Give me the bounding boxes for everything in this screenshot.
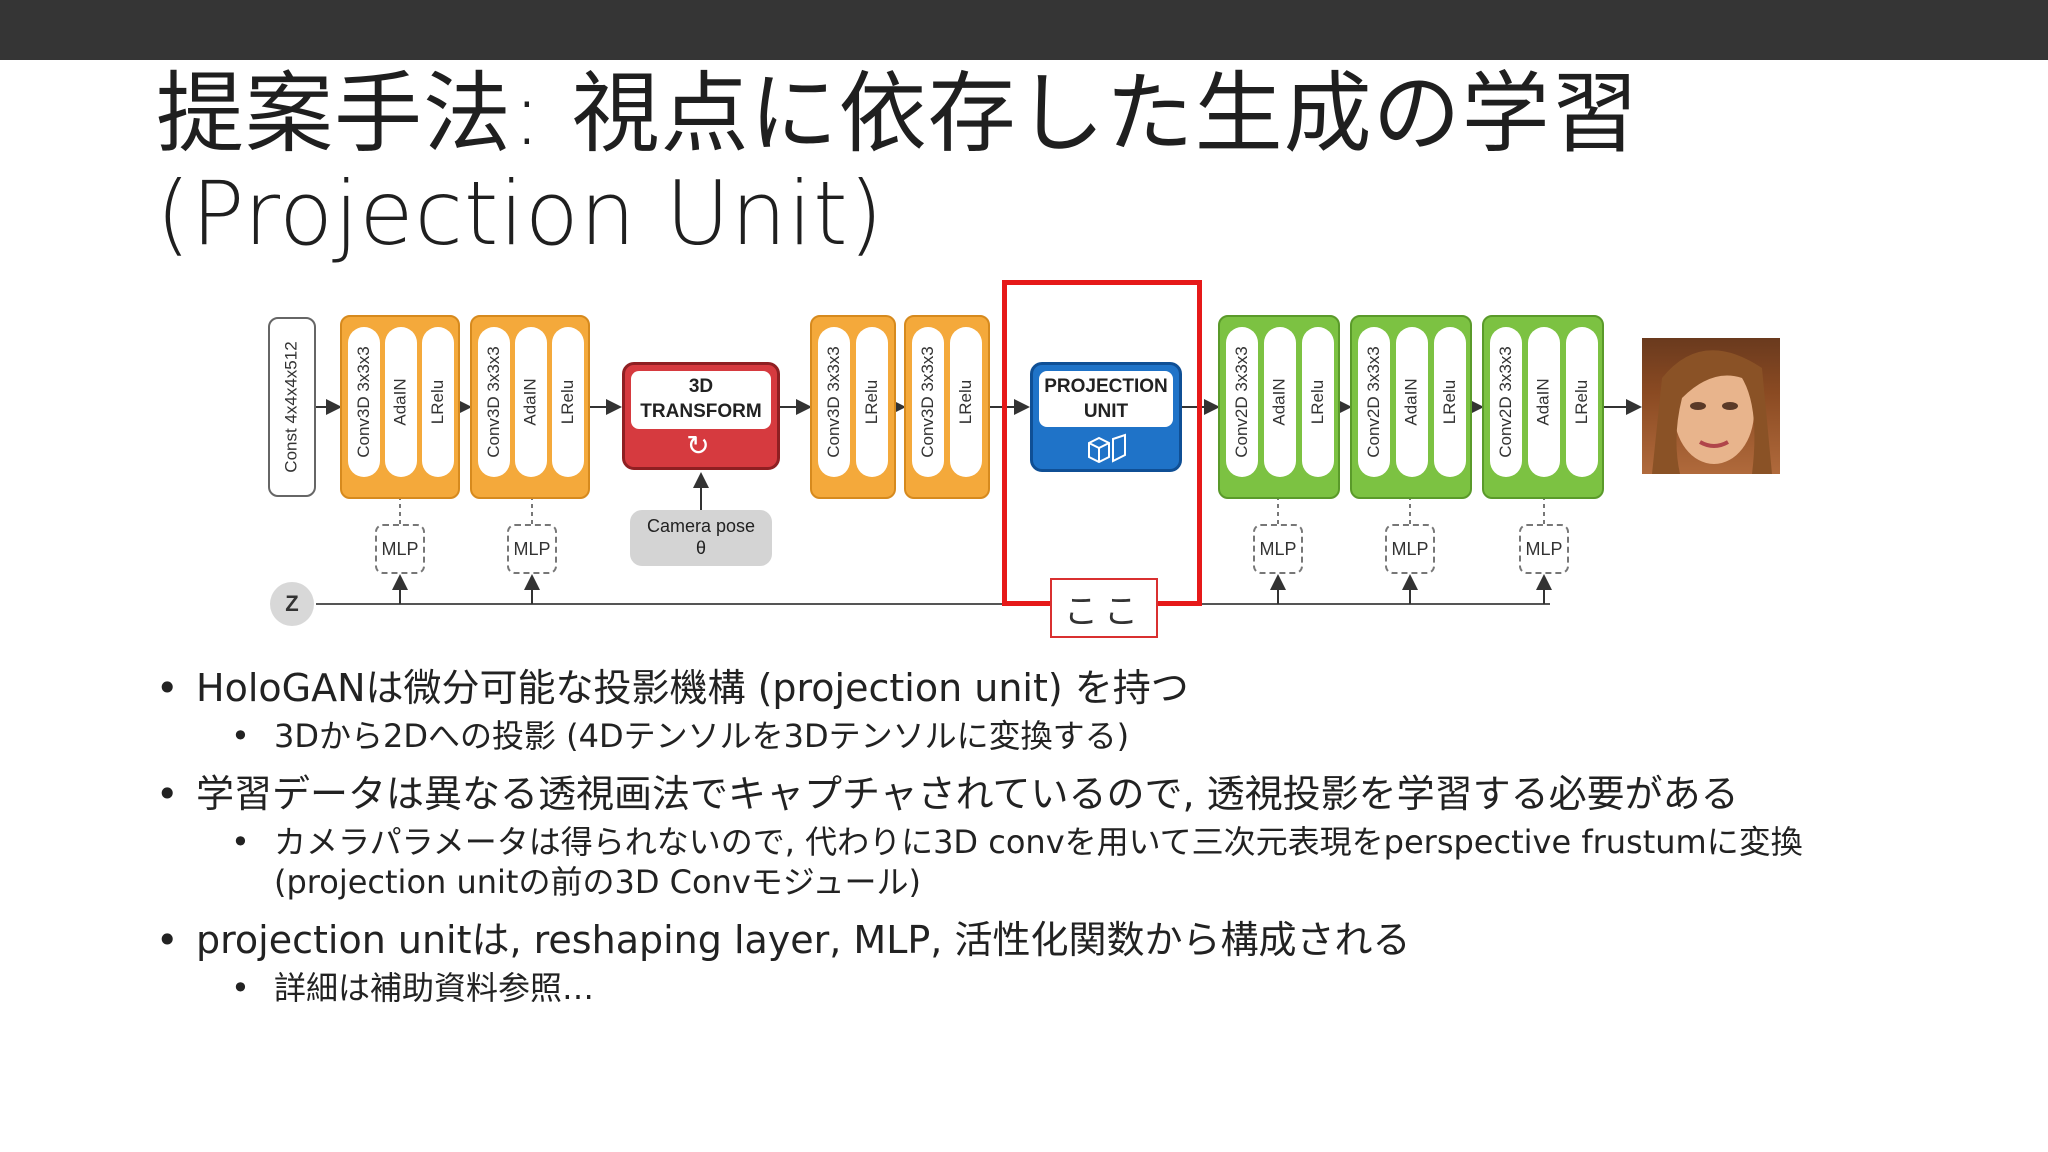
transform-label-line-2: TRANSFORM [640,401,762,422]
slide-title: 提案手法: 視点に依存した生成の学習 (Projection Unit) [156,64,1956,264]
const-label: Const 4x4x4x512 [282,341,301,473]
adain-layer: AdaIN [1396,327,1428,477]
mlp-box: MLP [1519,524,1569,574]
conv-layer: Conv3D 3x3x3 [478,327,510,477]
diagram-connectors [316,399,1642,605]
sub-bullet-2-1: カメラパラメータは得られないので, 代わりに3D convを用いて三次元表現をp… [156,822,1976,902]
mlp-box: MLP [507,524,557,574]
lrelu-layer: LRelu [552,327,584,477]
mlp-box: MLP [1385,524,1435,574]
conv-layer: Conv2D 3x3x3 [1358,327,1390,477]
conv-layer: Conv2D 3x3x3 [1226,327,1258,477]
conv-layer: Conv3D 3x3x3 [912,327,944,477]
lrelu-layer: LRelu [856,327,888,477]
conv-layer: Conv2D 3x3x3 [1490,327,1522,477]
3d-transform-block: 3D TRANSFORM ↻ [622,362,780,470]
camera-pose-input: Camera pose θ [630,510,772,566]
conv3d-block-2: Conv3D 3x3x3 LRelu [904,315,990,499]
conv3d-adain-block-2: Conv3D 3x3x3 AdaIN LRelu [470,315,590,499]
face-illustration [1652,350,1772,474]
conv3d-block-1: Conv3D 3x3x3 LRelu [810,315,896,499]
lrelu-layer: LRelu [1434,327,1466,477]
transform-label-line-1: 3D [688,376,714,397]
latent-z-node: Z [270,582,314,626]
mlp-box: MLP [1253,524,1303,574]
lrelu-layer: LRelu [1302,327,1334,477]
sub-bullet-1-1: 3Dから2Dへの投影 (4Dテンソルを3Dテンソルに変換する) [156,716,1976,756]
slide-title-line-1: 提案手法: 視点に依存した生成の学習 [156,62,1640,165]
bullet-1: HoloGANは微分可能な投影機構 (projection unit) を持つ [156,664,1976,712]
rotate-icon: ↻ [686,429,710,462]
conv2d-adain-block-2: Conv2D 3x3x3 AdaIN LRelu [1350,315,1472,499]
highlight-frame [1002,280,1202,606]
top-bar [0,0,2048,60]
const-input-block: Const 4x4x4x512 [268,317,316,497]
projection-unit-block: PROJECTION UNIT [1030,362,1182,472]
bullet-3: projection unitは, reshaping layer, MLP, … [156,916,1976,964]
sub-bullet-3-1: 詳細は補助資料参照… [156,968,1976,1008]
mlp-box: MLP [375,524,425,574]
lrelu-layer: LRelu [950,327,982,477]
bullet-list: HoloGANは微分可能な投影機構 (projection unit) を持つ … [156,664,1976,1022]
highlight-label: ここ [1050,578,1158,638]
hologan-architecture-diagram: Const 4x4x4x512 Conv3D 3x3x3 AdaIN LRelu… [260,280,1790,647]
conv2d-adain-block-1: Conv2D 3x3x3 AdaIN LRelu [1218,315,1340,499]
cube-icon [1088,433,1126,463]
camera-pose-symbol: θ [695,538,706,558]
bullet-2: 学習データは異なる透視画法でキャプチャされているので, 透視投影を学習する必要が… [156,770,1976,818]
camera-pose-label: Camera pose [646,516,756,536]
conv2d-adain-block-3: Conv2D 3x3x3 AdaIN LRelu [1482,315,1604,499]
lrelu-layer: LRelu [422,327,454,477]
projection-label-line-2: UNIT [1083,401,1129,422]
conv3d-adain-block-1: Conv3D 3x3x3 AdaIN LRelu [340,315,460,499]
lrelu-layer: LRelu [1566,327,1598,477]
conv-layer: Conv3D 3x3x3 [818,327,850,477]
adain-layer: AdaIN [1528,327,1560,477]
adain-layer: AdaIN [515,327,547,477]
generated-face-image [1642,338,1780,474]
conv-layer: Conv3D 3x3x3 [348,327,380,477]
adain-layer: AdaIN [1264,327,1296,477]
slide-title-line-2: (Projection Unit) [156,162,884,265]
adain-layer: AdaIN [385,327,417,477]
projection-label-line-1: PROJECTION [1044,376,1168,397]
